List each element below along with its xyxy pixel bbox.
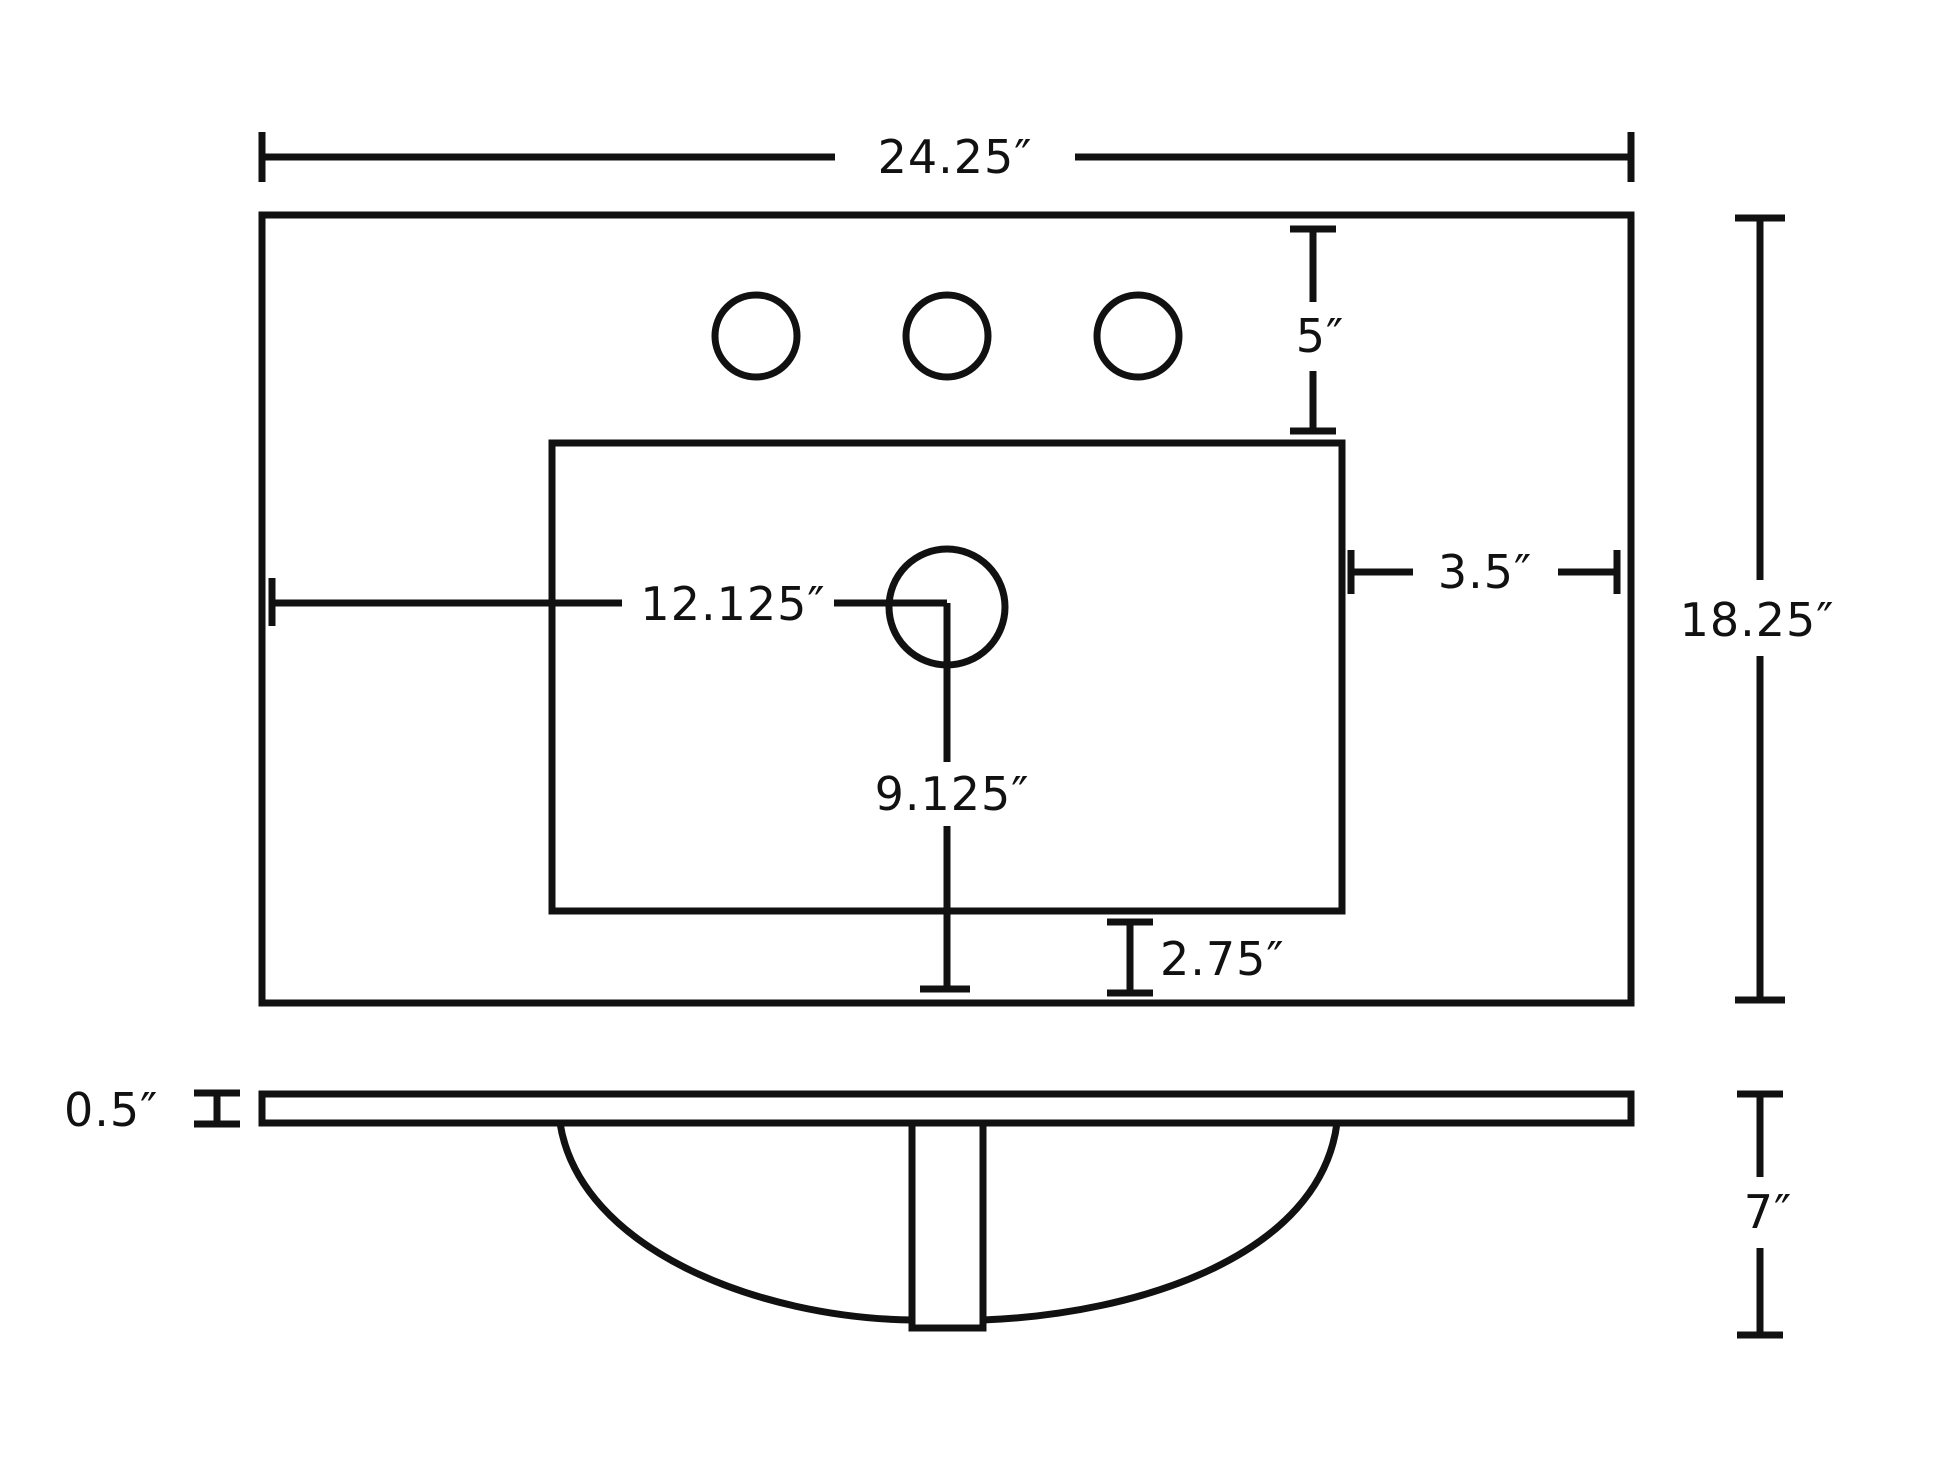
basin-height-dimension: 7″ [1737, 1090, 1792, 1339]
basin-front-margin-dimension: 2.75″ [1107, 918, 1285, 997]
overall-width-dimension: 24.25″ [258, 130, 1635, 184]
overall-depth-dimension: 18.25″ [1680, 214, 1835, 1004]
basin-profile-right [982, 1122, 1341, 1324]
top-thickness-label: 0.5″ [64, 1083, 158, 1137]
overall-width-label: 24.25″ [878, 130, 1033, 184]
drain-from-left-label: 12.125″ [640, 577, 825, 631]
drain-from-front-label: 9.125″ [875, 767, 1030, 821]
overall-depth-label: 18.25″ [1680, 593, 1835, 647]
top-thickness-dimension: 0.5″ [64, 1083, 240, 1137]
drain-from-front-dimension: 9.125″ [875, 603, 1030, 993]
vanity-top-outline [258, 211, 1635, 1007]
basin-height-label: 7″ [1744, 1185, 1792, 1239]
vanity-top-profile [258, 1090, 1635, 1127]
basin-front-margin-label: 2.75″ [1160, 932, 1285, 986]
faucet-hole-right [1093, 291, 1183, 381]
faucet-to-basin-dimension: 5″ [1290, 225, 1344, 435]
basin-side-margin-label: 3.5″ [1438, 545, 1532, 599]
faucet-to-basin-label: 5″ [1296, 309, 1344, 363]
basin-profile-left [556, 1122, 913, 1324]
basin-side-margin-dimension: 3.5″ [1347, 545, 1621, 599]
drain-from-left-dimension: 12.125″ [268, 577, 947, 631]
faucet-hole-left [711, 291, 801, 381]
faucet-hole-center [902, 291, 992, 381]
drain-pipe [908, 1119, 987, 1332]
